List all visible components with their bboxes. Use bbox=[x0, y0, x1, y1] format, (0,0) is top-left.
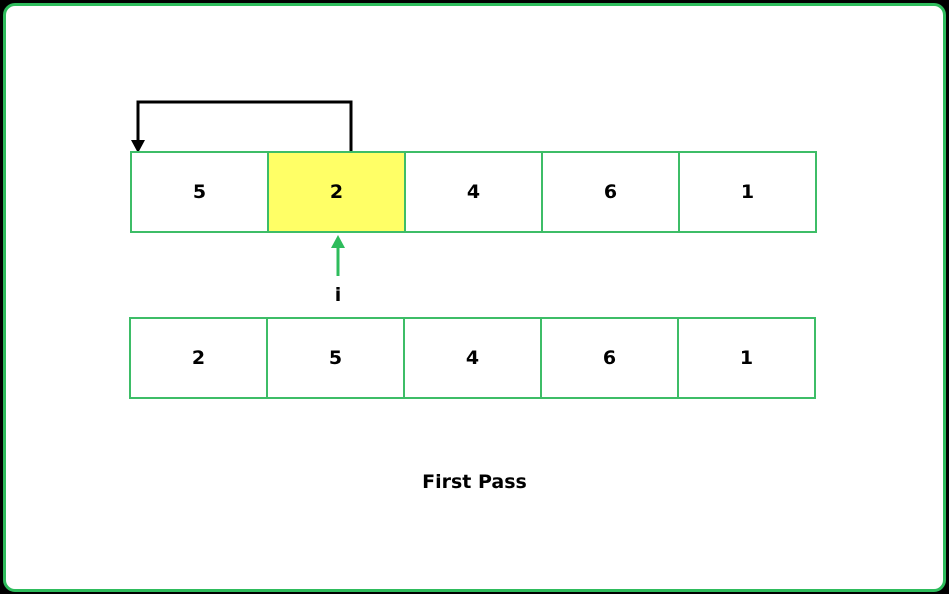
swap-arrow bbox=[136, 100, 353, 151]
array-cell-highlighted: 2 bbox=[267, 151, 406, 233]
array-cell: 6 bbox=[540, 317, 679, 399]
array-cell: 1 bbox=[678, 151, 817, 233]
array-cell: 4 bbox=[403, 317, 542, 399]
pointer-arrow-head bbox=[331, 235, 345, 248]
array-cell: 6 bbox=[541, 151, 680, 233]
array-cell: 1 bbox=[677, 317, 816, 399]
array-cell: 2 bbox=[129, 317, 268, 399]
caption: First Pass bbox=[422, 471, 527, 493]
array-cell: 5 bbox=[266, 317, 405, 399]
swap-arrow-head bbox=[131, 140, 145, 153]
array-cell: 5 bbox=[130, 151, 269, 233]
pointer-label: i bbox=[334, 284, 342, 306]
array-before: 5 2 4 6 1 bbox=[130, 151, 817, 233]
array-after: 2 5 4 6 1 bbox=[129, 317, 816, 399]
array-cell: 4 bbox=[404, 151, 543, 233]
